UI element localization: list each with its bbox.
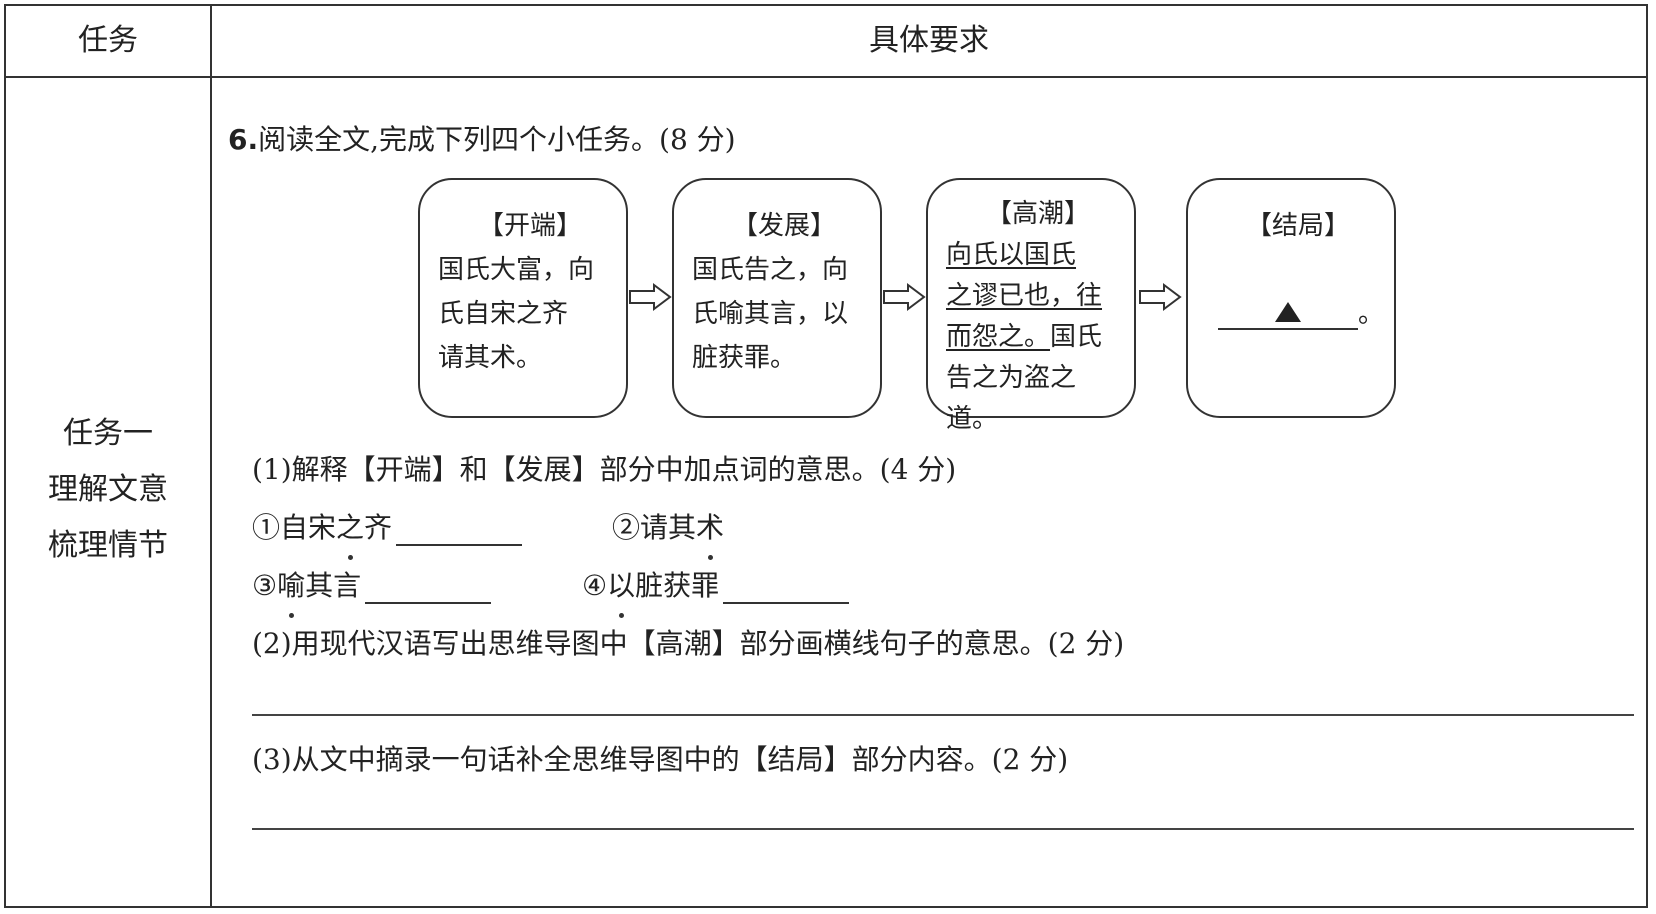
answer-line-3[interactable] xyxy=(252,828,1634,830)
flow-line: 国氏告之，向 xyxy=(692,255,849,285)
dotted-char: 之 xyxy=(336,506,364,560)
worksheet-table: 任务 具体要求 任务一 理解文意 梳理情节 6.阅读全文,完成下列四个小任务。(… xyxy=(4,4,1648,908)
dotted-char: 喻 xyxy=(277,564,305,618)
requirements-cell: 6.阅读全文,完成下列四个小任务。(8 分) 【开端】 国氏大富，向 氏自宋之齐… xyxy=(212,78,1646,906)
flow-line: 国氏大富，向 xyxy=(438,255,595,285)
underlined-sentence: 之谬已也，往 xyxy=(946,281,1103,311)
flow-line: 道。 xyxy=(946,404,999,434)
dotted-char: 以 xyxy=(607,564,635,618)
ending-punct: 。 xyxy=(1358,299,1385,329)
sub1-item-1: ①自宋之齐 xyxy=(252,506,523,560)
task-label-line1: 任务一 xyxy=(63,416,153,451)
flow-box-ending: 【结局】 ▲ 。 xyxy=(1186,178,1396,418)
task-label: 任务一 理解文意 梳理情节 xyxy=(6,406,210,574)
flow-line: 氏自宋之齐 xyxy=(438,299,569,329)
flow-line: 告之为盗之 xyxy=(946,363,1077,393)
sub1-item-4: ④以脏获罪 xyxy=(582,564,850,618)
question-6: 6.阅读全文,完成下列四个小任务。(8 分) xyxy=(228,118,736,158)
underlined-sentence: 而怨之。 xyxy=(946,322,1051,352)
underlined-sentence: 向氏以国氏 xyxy=(946,240,1077,270)
flow-arrow-icon xyxy=(629,283,672,311)
sub1-item-3: ③喻其言 xyxy=(252,564,492,618)
flow-title: 【发展】 xyxy=(732,211,837,241)
sub-question-2: (2)用现代汉语写出思维导图中【高潮】部分画横线句子的意思。(2 分) xyxy=(252,627,1125,660)
task-label-line2: 理解文意 xyxy=(48,472,168,507)
flow-line: 国氏 xyxy=(1050,322,1103,352)
flow-box-development: 【发展】 国氏告之，向 氏喻其言，以 脏获罪。 xyxy=(672,178,882,418)
dotted-char: 术 xyxy=(696,506,724,560)
flow-title: 【高潮】 xyxy=(986,199,1091,229)
answer-blank[interactable] xyxy=(723,578,850,604)
question-number: 6. xyxy=(228,123,259,156)
flow-box-beginning: 【开端】 国氏大富，向 氏自宋之齐 请其术。 xyxy=(418,178,628,418)
sub-question-3: (3)从文中摘录一句话补全思维导图中的【结局】部分内容。(2 分) xyxy=(252,743,1069,776)
flow-arrow-icon xyxy=(883,283,926,311)
flow-line: 请其术。 xyxy=(438,343,543,373)
sub-question-1: (1)解释【开端】和【发展】部分中加点词的意思。(4 分) xyxy=(252,453,957,486)
answer-blank[interactable] xyxy=(365,578,492,604)
flow-title: 【结局】 xyxy=(1246,211,1351,241)
header-task: 任务 xyxy=(78,23,138,58)
answer-blank[interactable] xyxy=(396,520,523,546)
task-label-line3: 梳理情节 xyxy=(48,528,168,563)
flow-line: 脏获罪。 xyxy=(692,343,797,373)
header-requirements: 具体要求 xyxy=(869,23,989,58)
flow-title: 【开端】 xyxy=(478,211,583,241)
answer-line-2[interactable] xyxy=(252,714,1634,716)
ending-answer-blank: ▲ xyxy=(1218,300,1358,330)
sub1-item-2: ②请其术 xyxy=(612,506,724,560)
flow-line: 氏喻其言，以 xyxy=(692,299,849,329)
question-text: 阅读全文,完成下列四个小任务。(8 分) xyxy=(258,123,736,156)
flow-arrow-icon xyxy=(1139,283,1182,311)
flow-box-climax: 【高潮】 向氏以国氏 之谬已也，往 而怨之。国氏 告之为盗之 道。 xyxy=(926,178,1136,434)
column-divider xyxy=(210,6,212,906)
header-divider xyxy=(6,76,1646,78)
triangle-icon xyxy=(1275,302,1301,322)
